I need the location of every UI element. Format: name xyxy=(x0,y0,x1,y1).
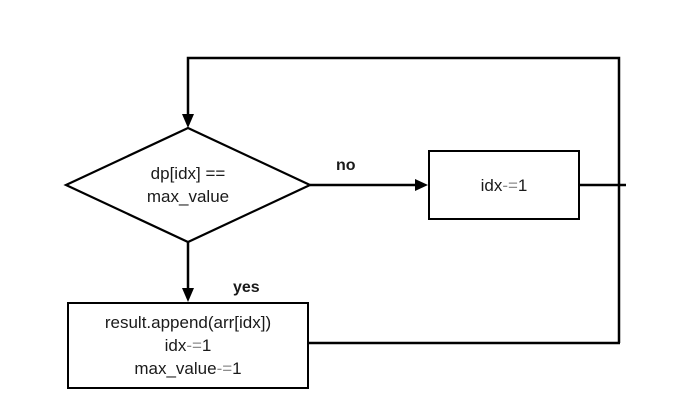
node-text-line: dp[idx] == xyxy=(150,164,226,183)
decision-diamond-shape xyxy=(63,126,313,244)
decision-node-label: dp[idx] == max_value xyxy=(88,162,288,208)
process-node-decrement-idx: idx-=1 xyxy=(428,150,580,220)
node-text-line: idx-=1 xyxy=(480,175,528,195)
node-text-line: max_value-=1 xyxy=(134,359,242,378)
process-node-append-result: result.append(arr[idx]) idx-=1 max_value-=… xyxy=(67,302,309,389)
yes-branch-label: yes xyxy=(233,279,260,296)
loop-back-connector xyxy=(186,56,621,343)
node-text-line: max_value xyxy=(146,187,230,206)
node-text-line: result.append(arr[idx]) xyxy=(104,313,272,332)
no-branch-label: no xyxy=(336,157,356,174)
no-arrowhead-icon xyxy=(415,179,428,191)
node-text-line: idx-=1 xyxy=(164,336,212,355)
yes-arrowhead-icon xyxy=(182,288,194,302)
loop-arrowhead-icon xyxy=(182,114,194,128)
